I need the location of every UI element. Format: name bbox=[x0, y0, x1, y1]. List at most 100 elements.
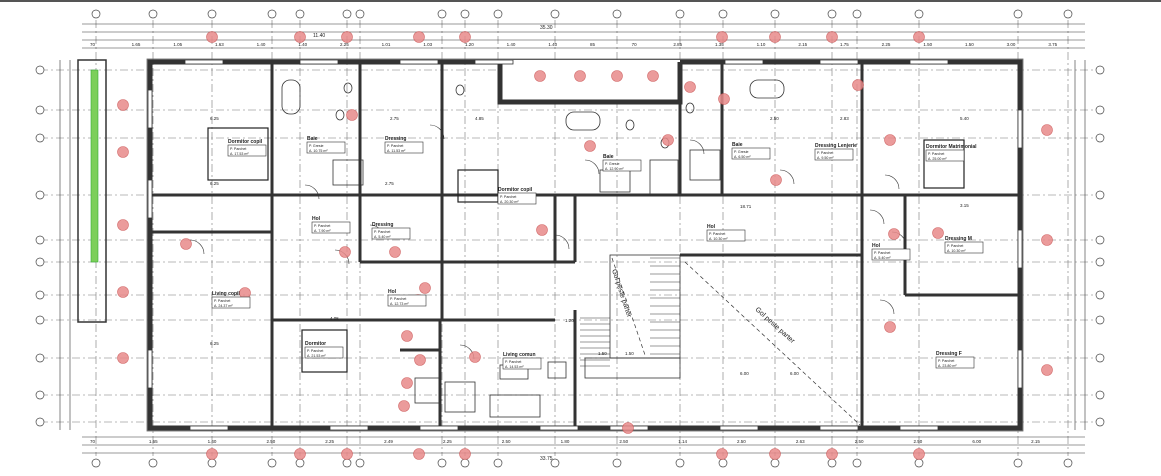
axis-marker-top bbox=[207, 9, 217, 19]
dimension-label: 2.50 bbox=[914, 439, 923, 444]
section-marker bbox=[584, 140, 596, 152]
section-marker bbox=[398, 400, 410, 412]
dimension-label: 1.50 bbox=[923, 42, 932, 47]
dimension-label: 1.50 bbox=[598, 351, 607, 356]
door-swing bbox=[304, 184, 320, 200]
room-name: Living comun bbox=[503, 352, 536, 358]
room-info-box bbox=[731, 147, 771, 160]
window bbox=[147, 349, 153, 389]
dimension-label: 3.00 bbox=[1007, 42, 1016, 47]
axis-marker-bottom bbox=[852, 458, 862, 468]
room-info-box bbox=[227, 144, 267, 157]
door-swing bbox=[554, 234, 570, 250]
dimension-label: 5.40 bbox=[960, 116, 969, 121]
window bbox=[819, 59, 859, 65]
section-marker bbox=[459, 448, 471, 460]
section-marker bbox=[888, 228, 900, 240]
axis-marker-bottom bbox=[770, 458, 780, 468]
dimension-label: 1.65 bbox=[149, 439, 158, 444]
room-info-box bbox=[384, 141, 424, 154]
room-name: Dressing bbox=[372, 222, 393, 228]
room-name: Hol bbox=[707, 224, 716, 230]
section-marker bbox=[884, 134, 896, 146]
room-info-box bbox=[306, 141, 346, 154]
section-marker bbox=[769, 31, 781, 43]
dimension-label: 1.20 bbox=[465, 42, 474, 47]
axis-marker-top bbox=[148, 9, 158, 19]
dimension-label: 2.85 bbox=[673, 42, 682, 47]
dimension-label: 3.75 bbox=[1048, 42, 1057, 47]
axis-marker-bottom bbox=[827, 458, 837, 468]
bathtub bbox=[281, 79, 301, 115]
section-marker bbox=[534, 70, 546, 82]
section-marker bbox=[716, 448, 728, 460]
section-marker bbox=[206, 448, 218, 460]
room-floor: P. Gresie bbox=[309, 144, 324, 148]
axis-marker-bottom bbox=[148, 458, 158, 468]
window bbox=[474, 59, 514, 65]
room-info-box bbox=[497, 192, 537, 205]
window bbox=[189, 425, 229, 431]
axis-marker-top bbox=[1013, 9, 1023, 19]
dimension-label: 2.50 bbox=[737, 439, 746, 444]
section-marker bbox=[294, 31, 306, 43]
window bbox=[899, 425, 939, 431]
axis-marker-left bbox=[35, 315, 45, 325]
dimension-label: 6.00 bbox=[790, 371, 799, 376]
section-marker bbox=[389, 246, 401, 258]
bathtub bbox=[565, 111, 601, 131]
room-floor: P. Parchet bbox=[214, 299, 230, 303]
section-marker bbox=[117, 219, 129, 231]
dimension-label: 2.63 bbox=[796, 439, 805, 444]
dimension-label: 1.40 bbox=[257, 42, 266, 47]
axis-marker-top bbox=[493, 9, 503, 19]
axis-marker-bottom bbox=[612, 458, 622, 468]
window bbox=[419, 425, 459, 431]
room-area: A. 17.53 m² bbox=[230, 152, 249, 156]
section-marker bbox=[662, 134, 674, 146]
section-marker bbox=[401, 330, 413, 342]
window bbox=[719, 425, 759, 431]
room-name: Baie bbox=[732, 142, 743, 148]
axis-marker-bottom bbox=[493, 458, 503, 468]
room-info-box bbox=[371, 227, 411, 240]
axis-marker-top bbox=[718, 9, 728, 19]
room-area: A. 25.00 m² bbox=[928, 157, 947, 161]
section-marker bbox=[117, 286, 129, 298]
room-name: Hol bbox=[388, 289, 397, 295]
section-marker bbox=[684, 81, 696, 93]
axis-marker-right bbox=[1095, 417, 1105, 427]
axis-marker-left bbox=[35, 353, 45, 363]
section-marker bbox=[339, 246, 351, 258]
axis-marker-right bbox=[1095, 133, 1105, 143]
door-swing bbox=[189, 239, 205, 255]
axis-marker-top bbox=[827, 9, 837, 19]
room-area: A. 10.30 m² bbox=[709, 237, 728, 241]
axis-marker-bottom bbox=[437, 458, 447, 468]
room-area: A. 14.53 m² bbox=[505, 365, 524, 369]
section-marker bbox=[769, 448, 781, 460]
window bbox=[147, 89, 153, 129]
dimension-label: 2.49 bbox=[384, 439, 393, 444]
dimension-label: 1.63 bbox=[215, 42, 224, 47]
door-swing bbox=[884, 174, 900, 190]
section-marker bbox=[647, 70, 659, 82]
room-floor: P. Parchet bbox=[314, 224, 330, 228]
room-area: A. 9.50 m² bbox=[817, 156, 834, 160]
axis-marker-left bbox=[35, 290, 45, 300]
section-marker bbox=[1041, 364, 1053, 376]
room-area: A. 21.53 m² bbox=[307, 354, 326, 358]
room-area: A. 5.40 m² bbox=[874, 256, 891, 260]
dimension-label: 2.25 bbox=[882, 42, 891, 47]
axis-marker-bottom bbox=[675, 458, 685, 468]
door-swing bbox=[879, 299, 895, 315]
room-name: Dressing F bbox=[936, 351, 962, 357]
toilet bbox=[625, 119, 635, 131]
room-info-box bbox=[387, 294, 427, 307]
window bbox=[539, 425, 579, 431]
overall-bottom-dimension: 33.75 bbox=[540, 456, 553, 462]
room-info-box bbox=[935, 356, 975, 369]
axis-marker-right bbox=[1095, 105, 1105, 115]
stair-landing bbox=[584, 357, 681, 379]
